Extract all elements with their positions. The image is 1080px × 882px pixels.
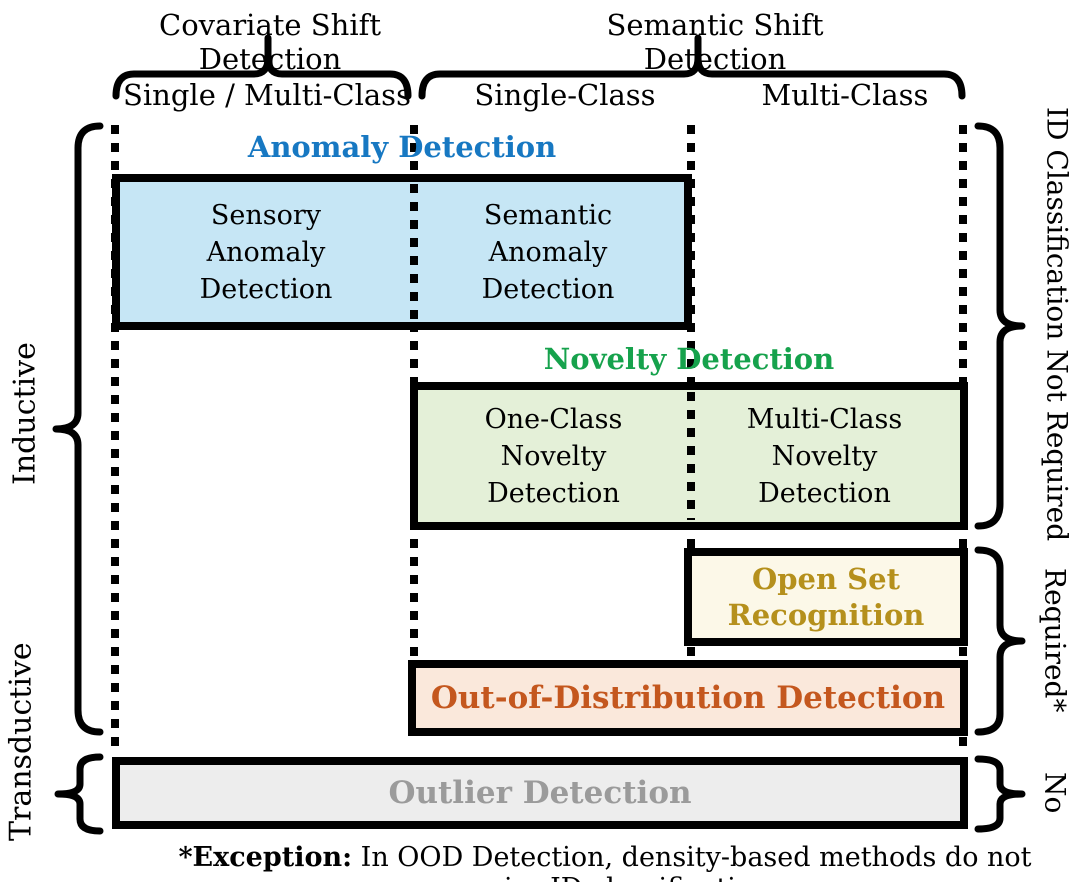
semantic-brace-icon (418, 34, 966, 100)
transductive-label: Transductive (3, 642, 39, 842)
inductive-brace-icon (52, 122, 104, 736)
required-label: Required* (1038, 567, 1072, 713)
anomaly-detection-header: Anomaly Detection (247, 130, 557, 164)
open-set-recognition-box: Open Set Recognition (684, 548, 968, 646)
transductive-brace-icon (54, 753, 104, 835)
column-label-single-multi-class: Single / Multi-Class (123, 78, 411, 112)
column-label-multi-class: Multi-Class (761, 78, 929, 112)
footnote-text: In OOD Detection, density-based methods … (360, 842, 1032, 882)
novelty-box-divider (687, 392, 695, 520)
outlier-detection-label: Outlier Detection (388, 775, 692, 811)
outlier-detection-box: Outlier Detection (112, 757, 968, 829)
out-of-distribution-detection-label: Out-of-Distribution Detection (430, 680, 946, 716)
id-not-required-brace-icon (974, 122, 1026, 530)
anomaly-detection-box: Sensory Anomaly Detection Semantic Anoma… (112, 174, 692, 330)
required-brace-icon (974, 546, 1026, 736)
no-brace-icon (974, 755, 1026, 833)
footnote-exception-prefix: *Exception: (178, 842, 353, 873)
novelty-detection-header: Novelty Detection (543, 342, 835, 376)
multi-class-novelty-detection-cell: Multi-Class Novelty Detection (746, 403, 903, 509)
out-of-distribution-detection-box: Out-of-Distribution Detection (408, 660, 968, 736)
column-label-single-class: Single-Class (474, 78, 656, 112)
anomaly-box-divider (410, 184, 418, 322)
id-classification-not-required-label: ID Classification Not Required (1040, 107, 1074, 542)
footnote: *Exception: In OOD Detection, density-ba… (130, 842, 1080, 882)
no-label: No (1038, 772, 1072, 814)
open-set-recognition-label: Open Set Recognition (727, 562, 925, 632)
one-class-novelty-detection-cell: One-Class Novelty Detection (484, 403, 623, 509)
covariate-brace-icon (112, 34, 412, 100)
semantic-anomaly-detection-cell: Semantic Anomaly Detection (481, 199, 615, 305)
sensory-anomaly-detection-cell: Sensory Anomaly Detection (199, 199, 333, 305)
inductive-label: Inductive (7, 342, 43, 486)
dotted-line-left (111, 125, 119, 752)
semantic-shift-label: Semantic Shift Detection (606, 8, 824, 76)
